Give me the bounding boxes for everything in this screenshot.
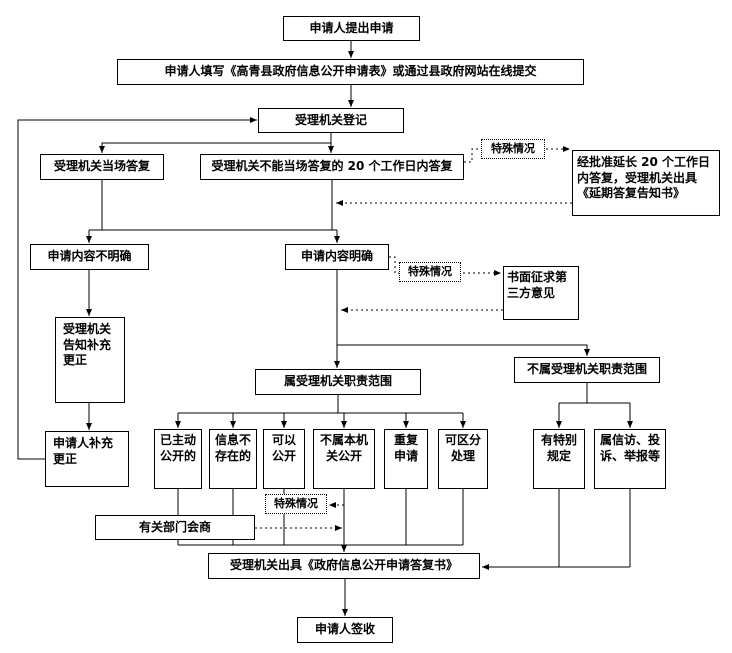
node-not-this-organ: 不属本机关公开 xyxy=(313,429,375,489)
node-already-disclosed: 已主动公开的 xyxy=(154,429,202,489)
node-third-party-opinion: 书面征求第三方意见 xyxy=(503,266,579,320)
node-special-rules: 有特别规定 xyxy=(533,429,585,489)
node-applicant-sign: 申请人签收 xyxy=(297,617,393,643)
node-separable-handling: 可区分处理 xyxy=(438,429,488,489)
node-special-case-3: 特殊情况 xyxy=(265,494,327,514)
node-info-not-exist: 信息不存在的 xyxy=(209,429,257,489)
node-special-case-2: 特殊情况 xyxy=(399,262,461,282)
node-in-scope: 属受理机关职责范围 xyxy=(255,369,421,395)
node-special-case-1: 特殊情况 xyxy=(481,139,545,159)
node-onspot-reply: 受理机关当场答复 xyxy=(40,154,164,180)
node-can-disclose: 可以公开 xyxy=(263,429,305,489)
node-repeated-application: 重复申请 xyxy=(384,429,428,489)
node-department-consultation: 有关部门会商 xyxy=(95,515,255,540)
node-content-clear: 申请内容明确 xyxy=(285,244,389,270)
node-out-of-scope: 不属受理机关职责范围 xyxy=(514,357,660,383)
node-reply-letter: 受理机关出具《政府信息公开申请答复书》 xyxy=(208,553,480,579)
node-applicant-supplement: 申请人补充更正 xyxy=(45,431,129,487)
node-extension-notice: 经批准延长 20 个工作日内答复，受理机关出具《延期答复告知书》 xyxy=(572,150,720,216)
node-register: 受理机关登记 xyxy=(258,108,404,133)
node-submit-application: 申请人提出申请 xyxy=(283,16,420,41)
node-fill-application-form: 申请人填写《高青县政府信息公开申请表》或通过县政府网站在线提交 xyxy=(117,59,584,85)
solid-connectors xyxy=(17,41,633,616)
node-reply-within-20-days: 受理机关不能当场答复的 20 个工作日内答复 xyxy=(200,154,464,180)
node-notify-supplement: 受理机关告知补充更正 xyxy=(55,317,125,403)
node-content-unclear: 申请内容不明确 xyxy=(30,244,149,270)
node-petition-complaint: 属信访、投诉、举报等 xyxy=(594,429,666,489)
